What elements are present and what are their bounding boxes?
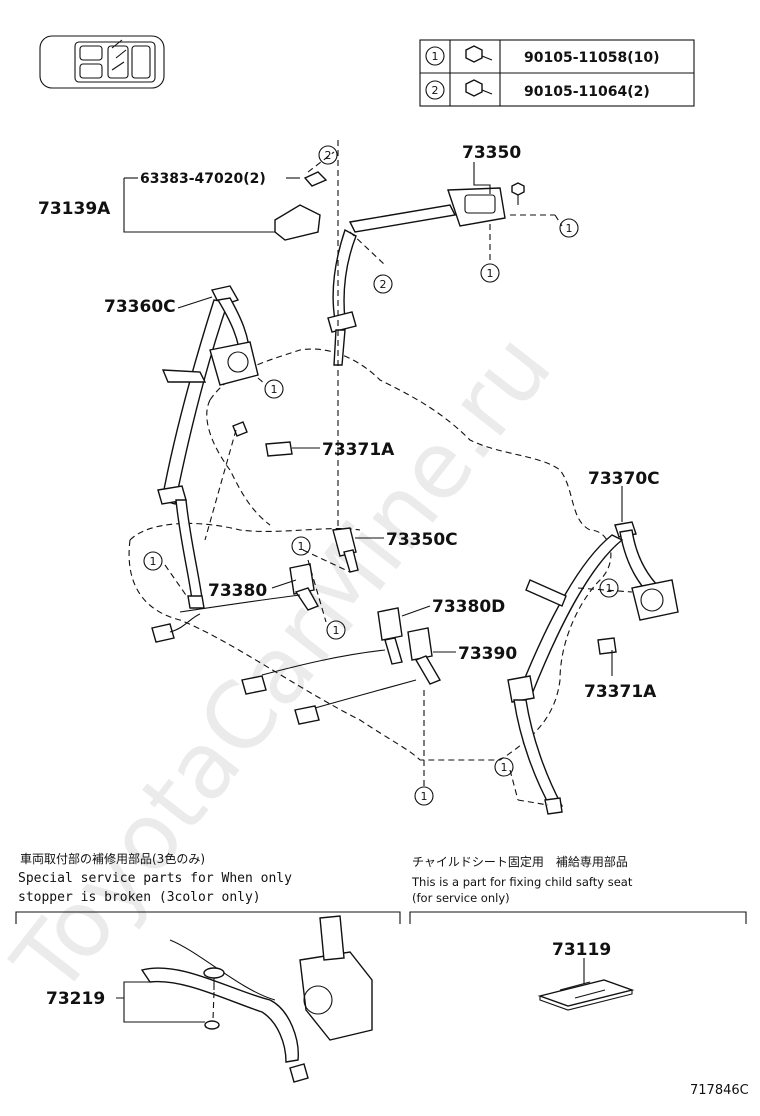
- buckle-73390: [294, 627, 442, 725]
- rear-center-retractor-73350: [327, 182, 525, 366]
- svg-text:2: 2: [380, 278, 387, 291]
- svg-text:1: 1: [421, 790, 428, 803]
- fastener-row-2: 2 90105-11064(2): [425, 79, 650, 100]
- roof-bracket-73139a: [274, 171, 328, 241]
- illustration-id: 717846C: [690, 1083, 749, 1098]
- right-outer-belt-73370c: [507, 521, 679, 815]
- bolt-icon: [465, 45, 493, 63]
- callout-73350c: 73350C: [386, 530, 458, 550]
- circle-marker-1: 1: [414, 786, 434, 806]
- svg-text:1: 1: [501, 761, 508, 774]
- stopper-detail-73219: [116, 915, 373, 1083]
- service-note-left: 車両取付部の補修用部品(3色のみ) Special service parts …: [18, 851, 292, 905]
- svg-text:1: 1: [150, 555, 157, 568]
- left-outer-belt-73360c: [157, 285, 259, 609]
- child-seat-part-73119: [537, 958, 635, 1011]
- svg-text:stopper is broken (3color: stopper is broken (3color only): [18, 890, 261, 905]
- circle-marker-1: 1: [264, 379, 284, 399]
- callout-73380d: 73380D: [432, 597, 505, 617]
- buckle-73380d: [241, 607, 403, 695]
- buckle-73380: [151, 563, 319, 643]
- fastener-part-number: 90105-11058(10): [524, 50, 660, 66]
- svg-text:This is a part for fixing chil: This is a part for fixing child safty se…: [411, 875, 633, 889]
- svg-text:(for service only): (for service only): [412, 891, 510, 905]
- svg-text:1: 1: [606, 582, 613, 595]
- svg-text:1: 1: [298, 540, 305, 553]
- fastener-row-1: 1 90105-11058(10): [425, 45, 660, 66]
- circle-marker-2: 2: [318, 145, 338, 165]
- callout-73380: 73380: [208, 581, 267, 601]
- svg-text:ToyotaCarMine.ru: ToyotaCarMine.ru: [0, 314, 572, 1014]
- svg-text:1: 1: [271, 383, 278, 396]
- callout-63383-47020: 63383-47020(2): [140, 171, 266, 187]
- fastener-table: 1 90105-11058(10) 2 90105-11064(2): [419, 39, 695, 107]
- center-buckle-73350c: [332, 527, 359, 573]
- svg-text:2: 2: [325, 149, 332, 162]
- callout-leaders: [123, 162, 623, 676]
- svg-text:Special service parts for: Special service parts for When only: [18, 871, 292, 886]
- leader-lines: [164, 140, 633, 806]
- svg-text:チャイルドシート固定用 補給専用部品: チャイルドシート固定用 補給専用部品: [412, 854, 628, 869]
- bolt-icon: [465, 79, 493, 97]
- callout-73371a: 73371A: [322, 440, 395, 460]
- circle-marker-1: 1: [599, 578, 619, 598]
- callout-73370c: 73370C: [588, 469, 660, 489]
- callout-73371a: 73371A: [584, 682, 657, 702]
- watermark: ToyotaCarMine.ru: [0, 314, 572, 1014]
- svg-text:2: 2: [432, 84, 439, 97]
- service-note-right: チャイルドシート固定用 補給専用部品 This is a part for fi…: [411, 854, 633, 905]
- section-divider: [15, 911, 747, 924]
- callout-73219: 73219: [46, 989, 105, 1009]
- svg-text:車両取付部の補修用部品(3色のみ): 車両取付部の補修用部品(3色のみ): [20, 851, 205, 866]
- callout-73119: 73119: [552, 940, 611, 960]
- svg-text:1: 1: [432, 50, 439, 63]
- fastener-part-number: 90105-11064(2): [524, 84, 650, 100]
- callout-73390: 73390: [458, 644, 517, 664]
- seat-locator-icon: [39, 35, 165, 89]
- callout-73360c: 73360C: [104, 297, 176, 317]
- callout-73350: 73350: [462, 143, 521, 163]
- callout-73139a: 73139A: [38, 199, 111, 219]
- circle-marker-1: 1: [291, 536, 311, 556]
- circle-marker-1: 1: [494, 757, 514, 777]
- cover-73371a-left: [232, 421, 293, 457]
- circle-marker-2: 2: [373, 274, 393, 294]
- svg-text:1: 1: [333, 624, 340, 637]
- circle-marker-1: 1: [559, 218, 579, 238]
- circle-marker-1: 1: [326, 620, 346, 640]
- svg-text:1: 1: [487, 267, 494, 280]
- svg-text:1: 1: [566, 222, 573, 235]
- circle-marker-1: 1: [480, 263, 500, 283]
- circle-marker-1: 1: [143, 551, 163, 571]
